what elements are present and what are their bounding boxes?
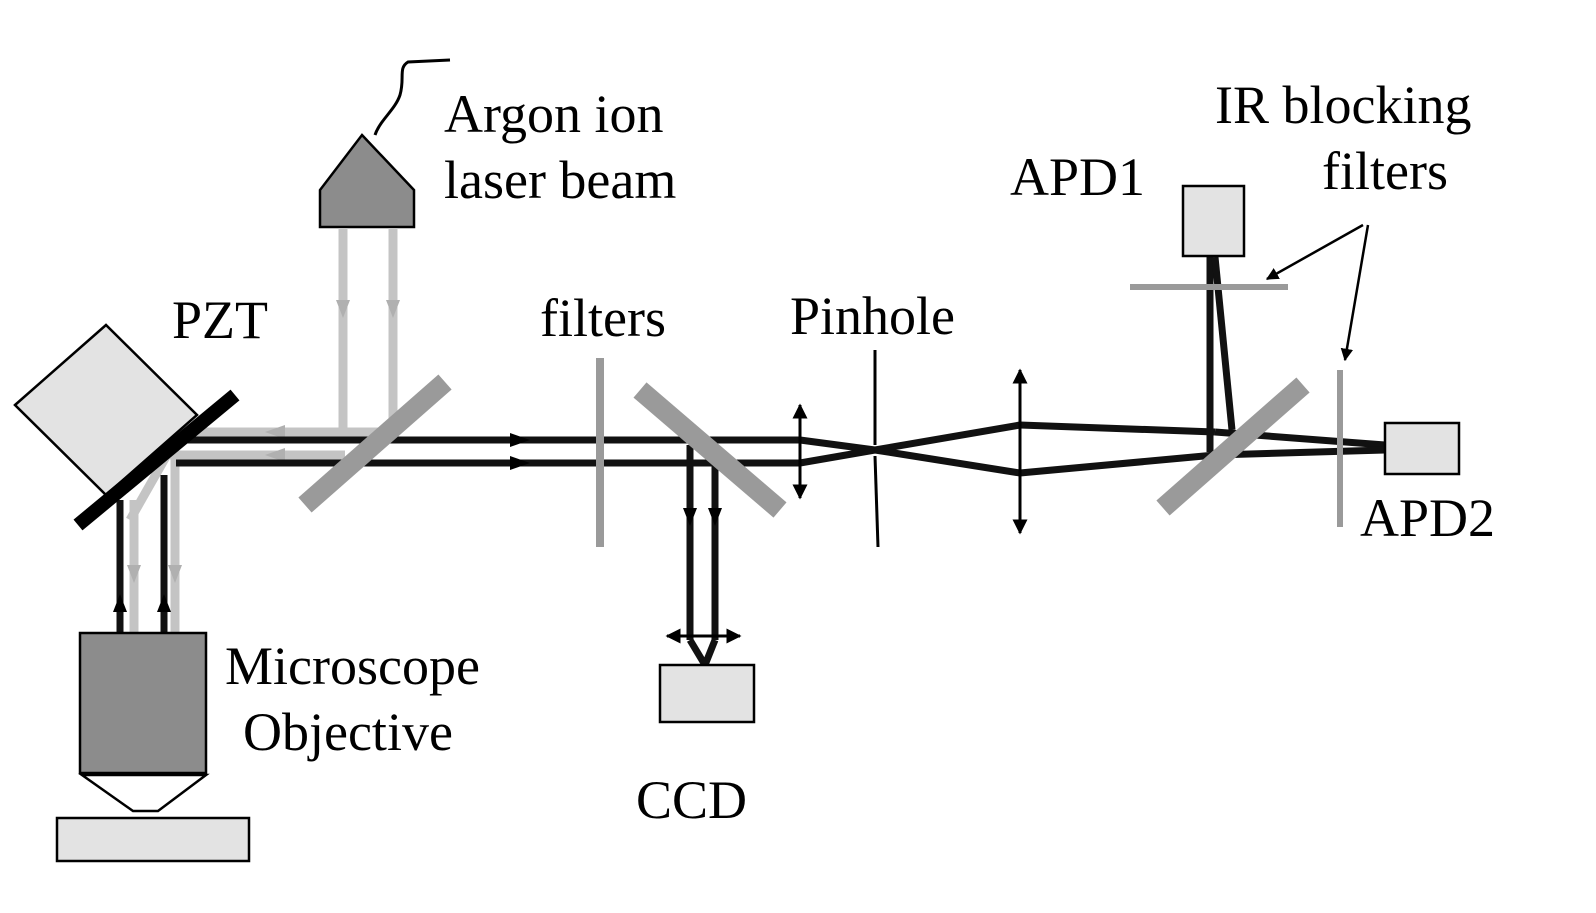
label-filters: filters — [540, 288, 666, 348]
apd1-detector — [1181, 184, 1246, 258]
collected-signal-beam — [116, 256, 1386, 667]
label-microscope-objective: Microscope Objective — [225, 634, 480, 766]
label-argon-line2: laser beam — [444, 149, 677, 210]
ccd-flip-mirror — [633, 382, 787, 518]
argon-laser-head — [318, 133, 416, 229]
label-apd1: APD1 — [1010, 147, 1146, 207]
label-ir-line1: IR blocking — [1215, 75, 1472, 135]
scanning-mirror — [73, 389, 240, 531]
objective-nose — [78, 773, 210, 813]
polarizing-beamsplitter — [1156, 377, 1310, 516]
incident-beam-arrows — [127, 300, 400, 583]
label-argon-laser: Argon ion laser beam — [444, 82, 676, 214]
microscope-objective-body — [78, 631, 208, 775]
apd2-detector — [1383, 421, 1461, 476]
dichroic-beamsplitter — [298, 374, 452, 513]
label-objective-line1: Microscope — [225, 636, 480, 696]
label-ccd: CCD — [636, 770, 748, 830]
ccd-camera — [658, 663, 756, 724]
label-ir-blocking: IR blocking filters — [1215, 73, 1471, 205]
label-ir-line2: filters — [1322, 140, 1448, 201]
ir-pointer-arrow-2 — [1340, 224, 1370, 362]
pzt-block — [13, 323, 199, 497]
signal-beam-arrows — [113, 433, 722, 612]
pinhole-lower — [873, 455, 880, 548]
ir-pointer-arrow-1 — [1265, 223, 1364, 281]
label-objective-line2: Objective — [243, 701, 453, 762]
label-pinhole: Pinhole — [790, 286, 956, 346]
label-argon-line1: Argon ion — [444, 84, 664, 144]
label-pzt: PZT — [172, 290, 269, 350]
laser-fiber-cable — [373, 58, 451, 136]
label-apd2: APD2 — [1360, 488, 1496, 548]
sample-slide — [55, 816, 251, 863]
